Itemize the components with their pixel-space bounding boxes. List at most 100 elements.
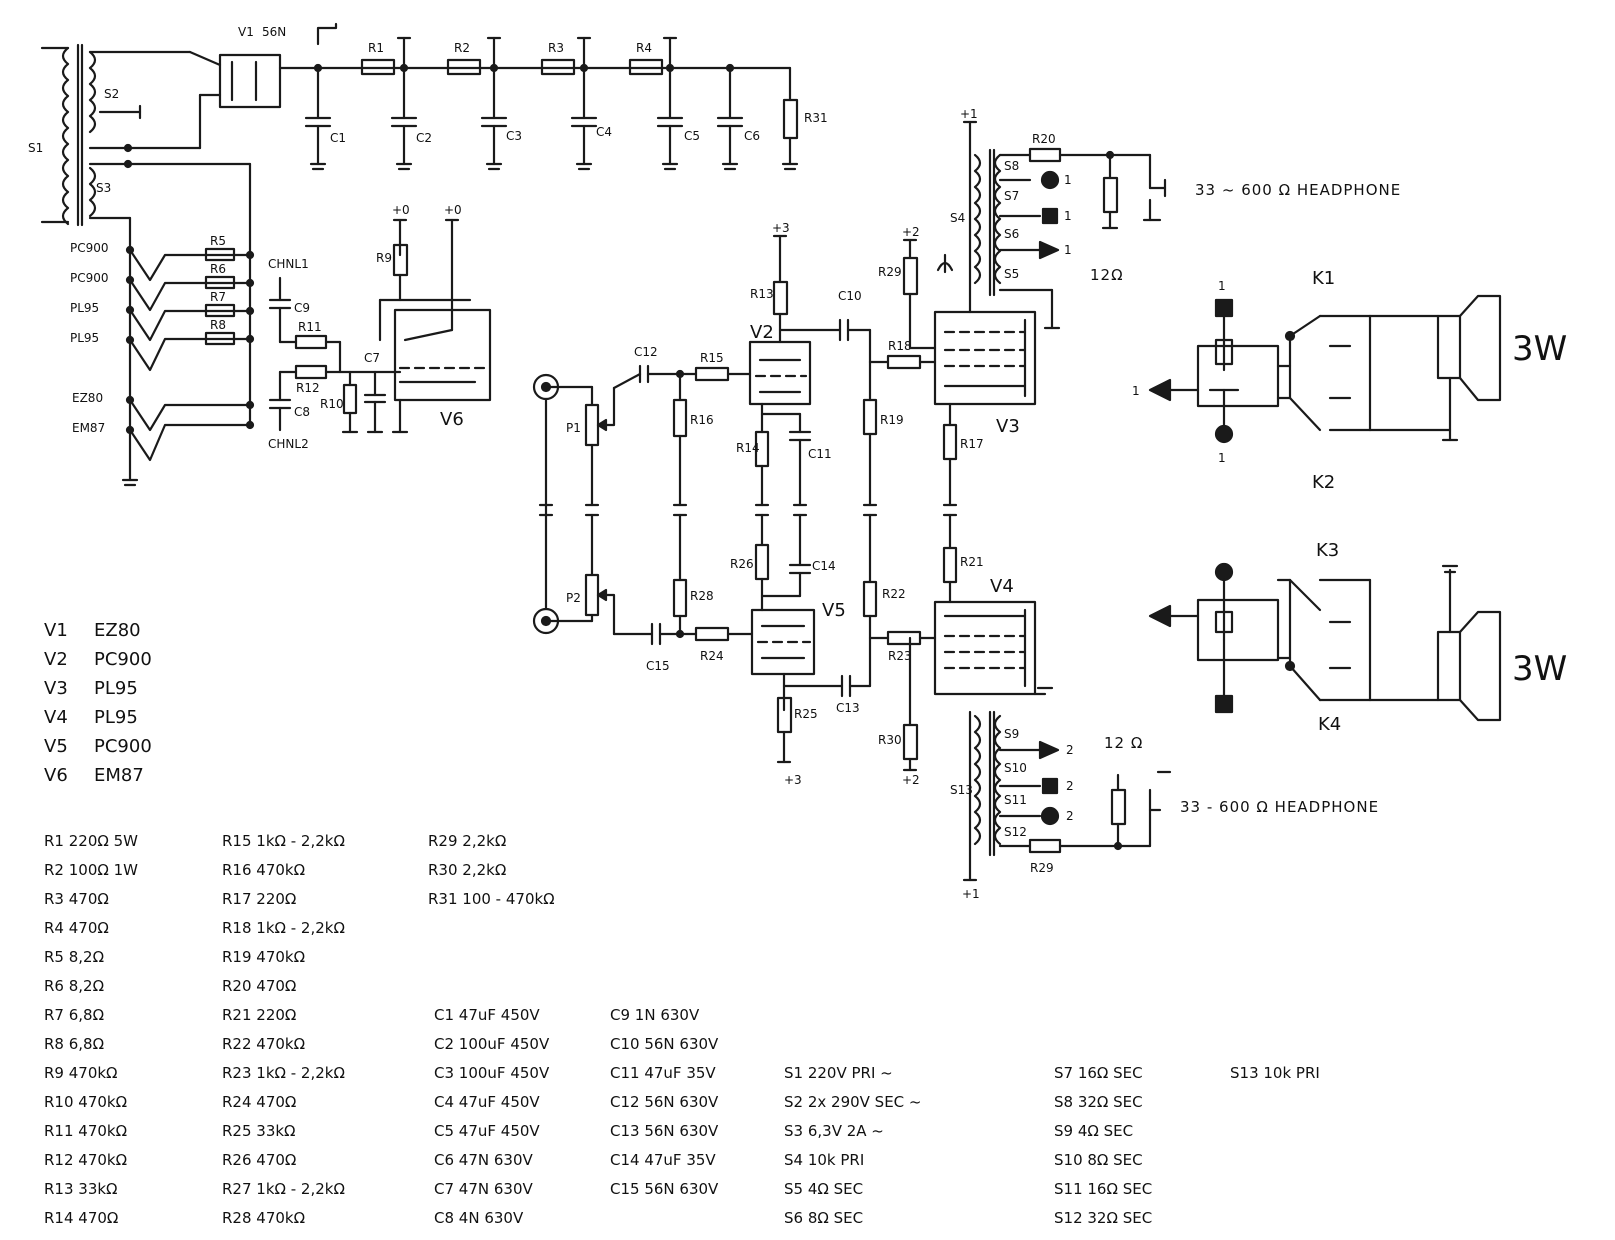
label-c1: C1 — [330, 131, 346, 145]
part-entry: C15 56N 630V — [610, 1180, 719, 1198]
label-s11: S11 — [1004, 793, 1027, 807]
label-s2: S2 — [104, 87, 119, 101]
speaker-bottom-power: 3W — [1512, 649, 1567, 689]
part-entry: C4 47uF 450V — [434, 1093, 540, 1111]
heater-tube-6: EM87 — [72, 421, 105, 435]
part-entry: R7 6,8Ω — [44, 1006, 105, 1024]
label-chnl2: CHNL2 — [268, 437, 309, 451]
label-v4: V4 — [990, 576, 1014, 597]
part-entry: C1 47uF 450V — [434, 1006, 540, 1024]
k1-pole-1: 1 — [1218, 279, 1226, 293]
label-r29-bottom: R29 — [1030, 861, 1054, 875]
label-c5: C5 — [684, 129, 700, 143]
part-entry: R31 100 - 470kΩ — [428, 890, 555, 908]
label-c6: C6 — [744, 129, 760, 143]
output-top: +1 S4 S8 S7 S6 S5 R20 33 ~ 600 Ω HEADPHO… — [950, 107, 1401, 330]
tube-type: EZ80 — [94, 620, 141, 641]
part-entry: C6 47N 630V — [434, 1151, 533, 1169]
switch-speaker-bottom: K3 K4 3W — [1148, 540, 1567, 735]
label-s10: S10 — [1004, 761, 1027, 775]
label-v1: V1 — [238, 25, 254, 39]
part-entry: R11 470kΩ — [44, 1122, 128, 1140]
part-entry: S10 8Ω SEC — [1054, 1151, 1143, 1169]
label-supply-b: +0 — [444, 203, 462, 217]
label-supply-v4: +2 — [902, 773, 920, 787]
part-entry: S7 16Ω SEC — [1054, 1064, 1143, 1082]
label-supply-a: +0 — [392, 203, 410, 217]
label-r7: R7 — [210, 290, 226, 304]
label-r24: R24 — [700, 649, 724, 663]
parts-col-r1: R1 220Ω 5W R2 100Ω 1W R3 470Ω R4 470Ω R5… — [44, 832, 219, 1238]
label-r30: R30 — [878, 733, 902, 747]
parts-col-r2: R15 1kΩ - 2,2kΩ R16 470kΩ R17 220Ω R18 1… — [222, 832, 422, 1238]
part-entry: R10 470kΩ — [44, 1093, 128, 1111]
label-r1: R1 — [368, 41, 384, 55]
part-entry: R24 470Ω — [222, 1093, 297, 1111]
tube-id: V1 — [44, 620, 68, 641]
label-r26: R26 — [730, 557, 754, 571]
parts-col-r3: R29 2,2kΩ R30 2,2kΩ R31 100 - 470kΩ — [428, 832, 603, 919]
label-k2: K2 — [1312, 472, 1335, 493]
heater-tube-5: EZ80 — [72, 391, 103, 405]
label-c10: C10 — [838, 289, 862, 303]
tube-legend-row: V1 EZ80 — [44, 620, 194, 649]
label-s1: S1 — [28, 141, 43, 155]
parts-col-s1: S1 220V PRI ~ S2 2x 290V SEC ~ S3 6,3V 2… — [784, 1064, 1024, 1238]
label-c3: C3 — [506, 129, 522, 143]
label-c7: C7 — [364, 351, 380, 365]
tube-id: V3 — [44, 678, 68, 699]
part-entry: R16 470kΩ — [222, 861, 306, 879]
part-entry: R23 1kΩ - 2,2kΩ — [222, 1064, 345, 1082]
label-s12: S12 — [1004, 825, 1027, 839]
part-entry: R27 1kΩ - 2,2kΩ — [222, 1180, 345, 1198]
part-entry: C10 56N 630V — [610, 1035, 719, 1053]
label-r29-top: R29 — [878, 265, 902, 279]
parts-col-s3: S13 10k PRI — [1230, 1064, 1370, 1093]
label-c2: C2 — [416, 131, 432, 145]
label-r11: R11 — [298, 320, 322, 334]
part-entry: S9 4Ω SEC — [1054, 1122, 1134, 1140]
label-r21: R21 — [960, 555, 984, 569]
tube-legend-row: V3 PL95 — [44, 678, 194, 707]
label-s13: S13 — [950, 783, 973, 797]
tube-id: V5 — [44, 736, 68, 757]
label-c12: C12 — [634, 345, 658, 359]
label-c4: C4 — [596, 125, 612, 139]
label-s3: S3 — [96, 181, 111, 195]
k2-pole-1: 1 — [1218, 451, 1226, 465]
label-s8: S8 — [1004, 159, 1019, 173]
part-entry: C5 47uF 450V — [434, 1122, 540, 1140]
tube-id: V2 — [44, 649, 68, 670]
heater-chain: PC900 PC900 PL95 PL95 EZ80 EM87 R5 R6 R7… — [70, 216, 255, 487]
part-entry: R25 33kΩ — [222, 1122, 296, 1140]
part-entry: C13 56N 630V — [610, 1122, 719, 1140]
part-entry: R22 470kΩ — [222, 1035, 306, 1053]
tube-type: PC900 — [94, 649, 152, 670]
headphone-label-top: 33 ~ 600 Ω HEADPHONE — [1195, 181, 1401, 199]
part-entry: S4 10k PRI — [784, 1151, 865, 1169]
label-r31: R31 — [804, 111, 828, 125]
tube-type: PL95 — [94, 678, 138, 699]
part-entry: R26 470Ω — [222, 1151, 297, 1169]
part-entry: R15 1kΩ - 2,2kΩ — [222, 832, 345, 850]
part-entry: R1 220Ω 5W — [44, 832, 138, 850]
label-c13: C13 — [836, 701, 860, 715]
tube-id: V6 — [44, 765, 68, 786]
parts-col-c2: C9 1N 630V C10 56N 630V C11 47uF 35V C12… — [610, 1006, 785, 1209]
part-entry: R8 6,8Ω — [44, 1035, 105, 1053]
label-r10: R10 — [320, 397, 344, 411]
output-bottom: +1 S13 S9 S10 S11 S12 2 2 2 12 Ω R29 33 … — [950, 710, 1378, 901]
part-entry: S3 6,3V 2A ~ — [784, 1122, 884, 1140]
label-supply-top: +1 — [960, 107, 978, 121]
speaker-top-power: 3W — [1512, 329, 1567, 369]
part-entry: R18 1kΩ - 2,2kΩ — [222, 919, 345, 937]
part-entry: C9 1N 630V — [610, 1006, 700, 1024]
parts-col-c1: C1 47uF 450V C2 100uF 450V C3 100uF 450V… — [434, 1006, 609, 1238]
switch-top-input-label: 1 — [1132, 384, 1140, 398]
label-r14: R14 — [736, 441, 760, 455]
label-c11: C11 — [808, 447, 832, 461]
part-entry: S6 8Ω SEC — [784, 1209, 864, 1227]
label-s9: S9 — [1004, 727, 1019, 741]
